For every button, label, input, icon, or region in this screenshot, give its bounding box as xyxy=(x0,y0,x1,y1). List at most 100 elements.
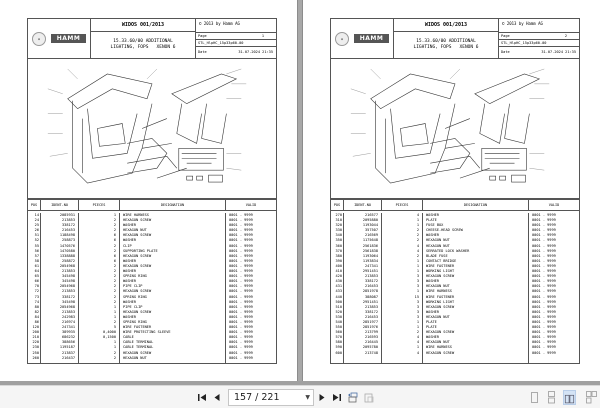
exploded-parts-drawing xyxy=(27,59,277,199)
table-cell: WIRE HARNESS xyxy=(426,345,452,350)
table-cell: HEXAGON SCREW xyxy=(123,289,152,294)
previous-page-button[interactable] xyxy=(212,391,222,404)
table-cell: 400 xyxy=(335,263,343,268)
table-cell: 431 xyxy=(335,284,343,289)
table-cell: 2 xyxy=(113,289,116,294)
table-cell: 2561836 xyxy=(362,243,378,248)
table-cell: 4 xyxy=(416,340,419,345)
page-dropdown-chevron-icon[interactable]: ▼ xyxy=(305,394,310,401)
table-cell: 1 xyxy=(113,309,116,314)
table-cell: 2 xyxy=(113,223,116,228)
table-cell: SUPPORTING PLATE xyxy=(123,248,158,253)
seal-logo-icon: ● xyxy=(32,32,46,46)
parts-table-header: POS IDENT-NO PIECES DESIGNATION VALID xyxy=(28,200,276,211)
table-cell: WORKING LIGHT xyxy=(426,299,455,304)
table-cell: 0001 - 9999 xyxy=(229,258,253,263)
document-description: 15.33.60/00 ADDITIONAL LIGHTING, FOPS XE… xyxy=(91,32,195,58)
logo-area: ● HAMM xyxy=(28,19,91,58)
table-cell: 2 xyxy=(416,330,419,335)
table-cell: 1 xyxy=(113,340,116,345)
table-cell: 5 xyxy=(113,325,116,330)
table-cell: HEXAGON NUT xyxy=(426,284,450,289)
table-cell: 80 xyxy=(34,304,39,309)
table-cell: 213853 xyxy=(365,304,378,309)
table-cell: 0,4000 xyxy=(103,330,116,335)
table-cell: WASHER xyxy=(426,279,439,284)
go-back-view-icon xyxy=(348,392,358,403)
table-cell: 0001 - 9999 xyxy=(229,284,253,289)
table-cell: 1193044 xyxy=(362,223,378,228)
table-cell: PLATE xyxy=(426,319,437,324)
continuous-view-button[interactable] xyxy=(545,390,558,405)
table-cell: 0001 - 9999 xyxy=(532,263,556,268)
table-cell: 560 xyxy=(335,330,343,335)
table-cell: 0001 - 9999 xyxy=(229,350,253,355)
exploded-parts-drawing xyxy=(330,59,580,199)
table-cell: CABLE TERMINAL xyxy=(123,345,154,350)
table-cell: 0001 - 9999 xyxy=(532,350,556,355)
table-cell: WASHER xyxy=(123,238,136,243)
last-page-icon xyxy=(333,394,341,401)
table-cell: WASHER xyxy=(123,279,136,284)
table-cell: 430 xyxy=(335,279,343,284)
table-cell: 0001 - 9999 xyxy=(229,274,253,279)
date-value: 31.07.2024 21:35 xyxy=(541,50,576,54)
logo-area: ● HAMM xyxy=(331,19,394,58)
table-cell: 216453 xyxy=(365,314,378,319)
two-page-continuous-view-button[interactable] xyxy=(585,390,598,405)
first-page-button[interactable] xyxy=(197,391,207,404)
table-cell: 0001 - 9999 xyxy=(229,314,253,319)
header-valid: VALID xyxy=(548,203,560,207)
table-cell: 216437 xyxy=(62,355,75,360)
table-cell: 58 xyxy=(34,258,39,263)
table-cell: 4 xyxy=(416,213,419,217)
last-page-button[interactable] xyxy=(332,391,342,404)
table-cell: 3 xyxy=(416,274,419,279)
table-cell: 4 xyxy=(416,350,419,355)
table-cell: 213748 xyxy=(365,350,378,355)
table-cell: HEXAGON NUT xyxy=(426,340,450,345)
document-viewport[interactable]: ● HAMM WIDOS 001/2013 15.33.60/00 ADDITI… xyxy=(0,0,600,385)
page-number: 1 xyxy=(261,34,264,38)
description-line-2: LIGHTING, FOPS XENON 6 xyxy=(413,45,479,50)
table-cell: 247341 xyxy=(62,325,75,330)
hamm-logo: HAMM xyxy=(354,34,389,43)
table-cell: CLIP xyxy=(123,243,132,248)
table-cell: SPRING RING xyxy=(123,319,147,324)
table-cell: 216569 xyxy=(365,233,378,238)
page-number-input[interactable]: 157 / 221 ▼ xyxy=(228,389,314,406)
table-cell: 0001 - 9999 xyxy=(532,304,556,309)
table-cell: HEXAGON SCREW xyxy=(123,233,152,238)
next-page-button[interactable] xyxy=(317,391,327,404)
table-cell: 213853 xyxy=(365,274,378,279)
table-cell: 216974 xyxy=(62,319,75,324)
table-cell: HEXAGON SCREW xyxy=(123,350,152,355)
table-cell: FUSE BOX xyxy=(426,223,444,228)
doc-id: STL_HlpHC_15p33p60-00 xyxy=(198,41,244,45)
document-title: WIDOS 001/2013 xyxy=(394,19,498,32)
table-cell: 0001 - 9999 xyxy=(532,330,556,335)
table-cell: 216453 xyxy=(365,284,378,289)
table-cell: 345498 xyxy=(62,279,75,284)
table-cell: 14 xyxy=(34,213,39,217)
single-page-view-button[interactable] xyxy=(528,390,541,405)
table-cell: WIRE PROTECTING SLEEVE xyxy=(123,330,171,335)
table-cell: 2 xyxy=(113,294,116,299)
table-cell: 345498 xyxy=(62,274,75,279)
table-cell: 0001 - 9999 xyxy=(532,228,556,233)
table-cell: WASHER xyxy=(426,335,439,340)
table-cell: 0001 - 9999 xyxy=(532,274,556,279)
header-pieces: PIECES xyxy=(79,200,120,210)
table-cell: 82 xyxy=(34,309,39,314)
go-back-view-button[interactable] xyxy=(347,391,359,404)
two-page-view-button[interactable] xyxy=(563,390,576,405)
table-cell: 24 xyxy=(34,218,39,223)
go-forward-view-button[interactable] xyxy=(363,391,375,404)
table-cell: 1338888 xyxy=(59,253,75,258)
table-cell: 3 xyxy=(416,304,419,309)
table-cell: HEXAGON NUT xyxy=(123,228,147,233)
